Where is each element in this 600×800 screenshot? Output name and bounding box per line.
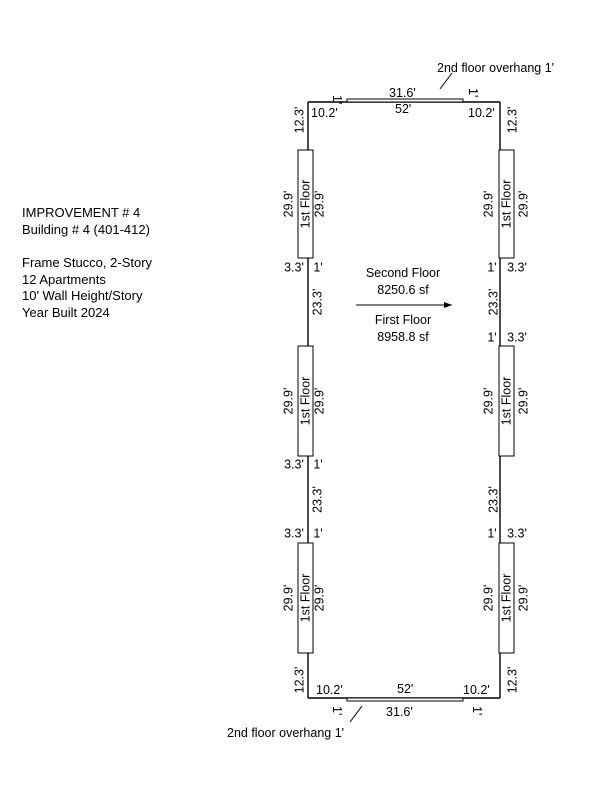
- left-bump-depth-label: 3.3': [284, 526, 304, 540]
- bottom-edge: 2nd floor overhang 1' 31.6' 52' 10.2' 10…: [227, 682, 500, 740]
- left-bump-out-label: 1st Floor: [298, 574, 312, 623]
- right-bump-out-box: [498, 542, 515, 654]
- left-mid-segment-label: 23.3': [310, 486, 324, 513]
- left-top-end-label: 12.3': [292, 107, 306, 134]
- left-bump-offset-label: 1': [313, 526, 322, 540]
- right-bump-depth-label: 3.3': [507, 330, 527, 344]
- year-built: Year Built 2024: [22, 304, 110, 320]
- top-edge: 2nd floor overhang 1' 31.6' 52' 10.2' 10…: [308, 61, 554, 120]
- left-bump-offset-label: 1': [313, 457, 322, 471]
- bottom-overhang-leader: [349, 705, 363, 723]
- building-number: Building # 4 (401-412): [22, 221, 150, 237]
- right-bump-out-box: [498, 345, 515, 457]
- right-bump-out-label: 1st Floor: [499, 377, 513, 426]
- bottom-left-corner-run: 10.2': [316, 683, 343, 697]
- first-floor-label: First Floor: [375, 313, 431, 327]
- bottom-left-overhang-offset: 1': [330, 706, 344, 715]
- top-right-corner-run: 10.2': [468, 106, 495, 120]
- right-bottom-end-label: 12.3': [505, 667, 519, 694]
- right-bump-out-label: 1st Floor: [499, 180, 513, 229]
- second-floor-label: Second Floor: [366, 266, 440, 280]
- left-mid-segment-label: 23.3': [310, 289, 324, 316]
- bottom-right-overhang-offset: 1': [470, 706, 484, 715]
- right-bump-out-length: 29.9': [481, 585, 495, 612]
- left-bump-out-box: [297, 345, 314, 457]
- left-bump-out-box: [297, 149, 314, 259]
- left-bump-out-length: 29.9': [281, 191, 295, 218]
- top-overhang-length: 31.6': [389, 86, 416, 100]
- first-floor-area: 8958.8 sf: [377, 330, 429, 344]
- wall-height: 10' Wall Height/Story: [22, 288, 143, 303]
- left-bump-out-box: [297, 542, 314, 654]
- bottom-width-label: 52': [397, 682, 413, 696]
- bottom-overhang-label: 2nd floor overhang 1': [227, 726, 344, 740]
- top-left-overhang-offset: 1': [330, 95, 344, 104]
- bottom-overhang-length: 31.6': [386, 705, 413, 719]
- left-bump-out-length-inner: 29.9': [312, 388, 326, 415]
- top-overhang-leader: [439, 72, 453, 90]
- left-bump-out-length-inner: 29.9': [312, 191, 326, 218]
- right-bump-depth-label: 3.3': [507, 526, 527, 540]
- left-bump-depth-label: 3.3': [284, 260, 304, 274]
- top-left-corner-run: 10.2': [311, 106, 338, 120]
- left-bump-depth-label: 3.3': [284, 457, 304, 471]
- right-bump-out-length: 29.9': [481, 388, 495, 415]
- top-overhang-box: [346, 98, 464, 103]
- left-bump-out-label: 1st Floor: [298, 377, 312, 426]
- right-bump-offset-label: 1': [487, 330, 496, 344]
- right-top-end-label: 12.3': [505, 107, 519, 134]
- left-bump-out-label: 1st Floor: [298, 180, 312, 229]
- bottom-right-corner-run: 10.2': [463, 683, 490, 697]
- bottom-overhang-box: [346, 697, 464, 702]
- right-bump-depth-label: 3.3': [507, 260, 527, 274]
- top-right-overhang-offset: 1': [466, 88, 480, 97]
- right-bump-offset-label: 1': [487, 526, 496, 540]
- area-summary: Second Floor 8250.6 sf First Floor 8958.…: [356, 266, 452, 344]
- right-bump-out-length: 29.9': [481, 191, 495, 218]
- right-mid-segment-label: 23.3': [486, 486, 500, 513]
- right-bump-out-box: [498, 149, 515, 259]
- right-bump-out-length-inner: 29.9': [516, 191, 530, 218]
- right-bump-out-label: 1st Floor: [499, 574, 513, 623]
- right-bump-out-length-inner: 29.9': [516, 388, 530, 415]
- left-bottom-end-label: 12.3': [292, 667, 306, 694]
- right-bump-out-length-inner: 29.9': [516, 585, 530, 612]
- improvement-info: IMPROVEMENT # 4 Building # 4 (401-412) F…: [22, 205, 152, 321]
- construction-type: Frame Stucco, 2-Story: [22, 255, 153, 270]
- left-bump-out-length: 29.9': [281, 585, 295, 612]
- second-floor-area: 8250.6 sf: [377, 283, 429, 297]
- left-bump-out-length-inner: 29.9': [312, 585, 326, 612]
- left-bump-out-length: 29.9': [281, 388, 295, 415]
- side-walls: 12.3'12.3'23.3'23.3'1st Floor29.9'29.9'1…: [281, 102, 530, 698]
- right-mid-segment-label: 23.3': [486, 289, 500, 316]
- apartment-count: 12 Apartments: [22, 271, 106, 287]
- right-bump-offset-label: 1': [487, 260, 496, 274]
- top-width-label: 52': [395, 102, 411, 116]
- left-bump-offset-label: 1': [313, 260, 322, 274]
- area-divider-arrowhead: [444, 302, 452, 308]
- top-overhang-label: 2nd floor overhang 1': [437, 61, 554, 75]
- improvement-title: IMPROVEMENT # 4: [22, 205, 141, 220]
